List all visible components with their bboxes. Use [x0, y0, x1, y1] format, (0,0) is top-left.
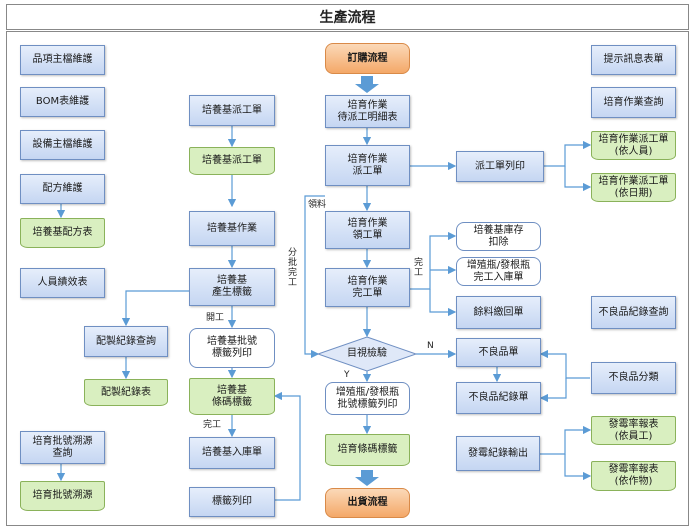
- pick-label: 領料: [308, 200, 327, 210]
- split-complete-label: 分 批 完 工: [288, 248, 298, 288]
- media-batch-label-print-node[interactable]: 培養基批號 標籤列印: [189, 328, 275, 368]
- defect-record-node[interactable]: 不良品紀錄單: [456, 382, 541, 414]
- ship-arrow-icon: [355, 470, 379, 486]
- complete-label-a: 完 工: [414, 258, 424, 278]
- dispatch-by-staff-doc[interactable]: 培育作業派工單 (依人員): [591, 131, 676, 160]
- prep-record-doc[interactable]: 配製紀錄表: [84, 379, 168, 406]
- scrap-return-node[interactable]: 餘料繳回單: [456, 296, 541, 329]
- mold-output-node[interactable]: 發霉紀錄輸出: [456, 436, 540, 471]
- cultivate-barcode-doc[interactable]: 培育條碼標籤: [325, 434, 410, 466]
- order-flow-terminal[interactable]: 訂購流程: [325, 43, 410, 74]
- defect-classify-node[interactable]: 不良品分類: [591, 362, 676, 394]
- media-dispatch-node[interactable]: 培養基派工單: [189, 95, 275, 126]
- media-work-node[interactable]: 培養基作業: [189, 211, 275, 246]
- dispatch-print-node[interactable]: 派工單列印: [456, 151, 544, 182]
- media-barcode-doc[interactable]: 培養基 條碼標籤: [189, 378, 275, 415]
- staff-performance-node[interactable]: 人員績效表: [20, 268, 105, 298]
- diagram-frame: [6, 31, 689, 526]
- inspection-diamond[interactable]: [316, 336, 418, 372]
- batch-trace-query-node[interactable]: 培育批號溯源 查詢: [20, 431, 105, 464]
- label-print-node[interactable]: 標籤列印: [189, 487, 275, 517]
- equipment-master-node[interactable]: 設備主檔維護: [20, 130, 105, 160]
- defect-query-node[interactable]: 不良品紀錄查詢: [591, 296, 676, 329]
- yes-label: Y: [344, 370, 350, 380]
- prep-record-query-node[interactable]: 配製紀錄查詢: [84, 326, 168, 357]
- cultivate-complete-node[interactable]: 培育作業 完工單: [325, 268, 410, 307]
- start-label: 開工: [206, 313, 225, 323]
- hint-table-node[interactable]: 提示訊息表單: [591, 45, 676, 75]
- cultivate-pick-node[interactable]: 培育作業 領工單: [325, 211, 410, 249]
- inspection-label: 目視檢驗: [347, 348, 387, 359]
- complete-label-b: 完工: [203, 420, 222, 430]
- dispatch-by-date-doc[interactable]: 培育作業派工單 (依日期): [591, 173, 676, 202]
- cultivate-query-node[interactable]: 培育作業查詢: [591, 87, 676, 118]
- defect-doc-node[interactable]: 不良品單: [456, 338, 541, 367]
- ship-flow-terminal[interactable]: 出貨流程: [325, 488, 410, 518]
- mold-by-crop-doc[interactable]: 發霉率報表 (依作物): [591, 461, 676, 491]
- bottle-batch-label-print-node[interactable]: 增殖瓶/發根瓶 批號標籤列印: [325, 382, 410, 415]
- connector-lines: [56, 126, 592, 501]
- mold-by-staff-doc[interactable]: 發霉率報表 (依員工): [591, 416, 676, 445]
- bom-node[interactable]: BOM表維護: [20, 87, 105, 117]
- recipe-node[interactable]: 配方維護: [20, 174, 105, 204]
- media-stockin-node[interactable]: 培養基入庫單: [189, 437, 275, 469]
- diagram-title: 生產流程: [6, 4, 689, 30]
- wait-dispatch-node[interactable]: 培育作業 待派工明細表: [325, 95, 410, 128]
- cultivate-dispatch-node[interactable]: 培育作業 派工單: [325, 145, 410, 186]
- media-dispatch-doc[interactable]: 培養基派工單: [189, 147, 275, 175]
- no-label: N: [427, 341, 434, 351]
- bottle-stockin-node[interactable]: 增殖瓶/發根瓶 完工入庫單: [456, 257, 541, 286]
- media-label-node[interactable]: 培養基 產生標籤: [189, 268, 275, 306]
- media-stock-deduct-node[interactable]: 培養基庫存 扣除: [456, 222, 541, 251]
- batch-trace-doc[interactable]: 培育批號溯源: [20, 481, 105, 511]
- order-arrow-icon: [355, 76, 379, 93]
- media-recipe-doc[interactable]: 培養基配方表: [20, 218, 105, 248]
- item-master-node[interactable]: 品項主檔維護: [20, 45, 105, 75]
